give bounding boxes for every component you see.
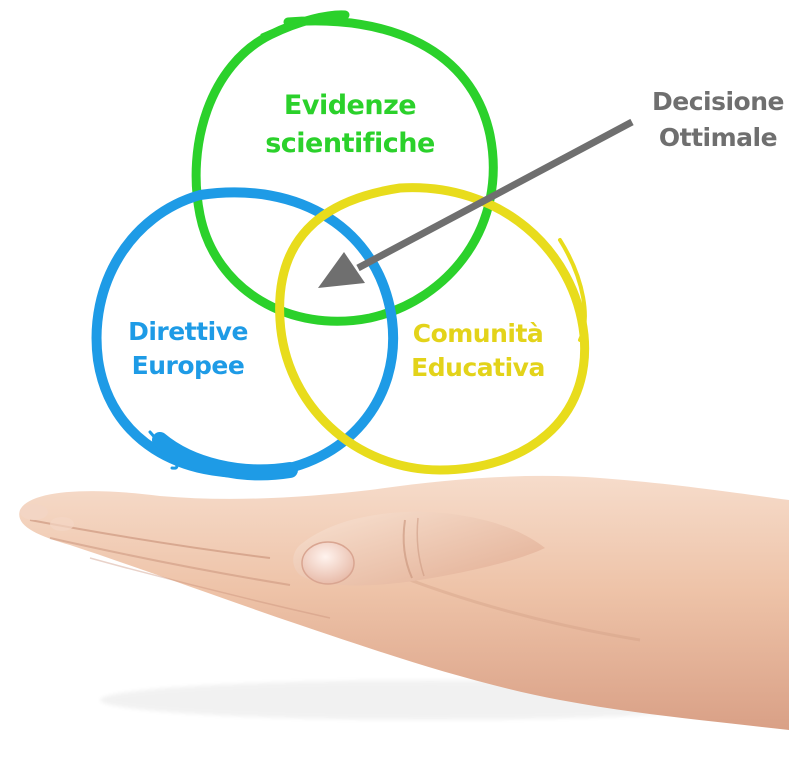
- evidence-circle: [191, 10, 498, 326]
- directives-label-line2: Europee: [132, 351, 245, 380]
- directives-circle: [91, 187, 399, 481]
- community-label-line1: Comunità: [413, 319, 544, 348]
- evidence-label-line2: scientifiche: [265, 128, 435, 159]
- thumb-shape: [293, 511, 545, 586]
- community-circle: [275, 183, 590, 475]
- arrow-icon: [318, 118, 634, 288]
- venn-diagram: Evidenze scientifiche Direttive Europee …: [91, 10, 784, 481]
- evidence-label-line1: Evidenze: [284, 90, 416, 121]
- palm-shape: [19, 475, 789, 730]
- community-label-line2: Educativa: [411, 353, 545, 382]
- callout-label-line2: Ottimale: [659, 123, 777, 152]
- hand-image: [19, 475, 789, 730]
- thumbnail-shape: [301, 541, 355, 585]
- directives-label-line1: Direttive: [128, 317, 248, 346]
- callout-label-line1: Decisione: [652, 87, 784, 116]
